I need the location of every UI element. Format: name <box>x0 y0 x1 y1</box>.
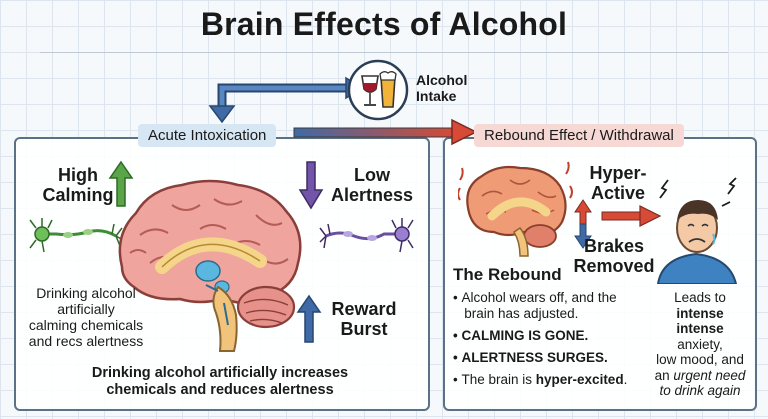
page-title: Brain Effects of Alcohol <box>200 6 568 42</box>
list-item: • ALERTNESS SURGES. <box>453 350 608 365</box>
acute-to-rebound-arrow <box>293 118 478 146</box>
rebound-heading: Rebound Effect / Withdrawal <box>474 124 684 147</box>
brain-illustration <box>118 179 302 352</box>
green-neuron-icon <box>29 218 124 253</box>
list-item: • Alcohol wears off, and the brain has a… <box>453 290 617 321</box>
left-note-line1: Drinking alcohol <box>36 285 136 301</box>
leads-to-l4: anxiety, <box>677 336 723 352</box>
hyper-active-line2: Active <box>590 183 646 203</box>
purple-down-arrow-icon <box>298 161 324 210</box>
leads-to-l6: an urgent need <box>654 367 746 383</box>
intake-to-acute-arrow <box>208 76 364 124</box>
leads-to-l2: intense <box>676 305 724 321</box>
reward-burst-line2: Burst <box>340 319 388 339</box>
rebound-bullet-list: • Alcohol wears off, and the brain has a… <box>453 290 653 394</box>
low-alertness-line1: Low <box>354 165 390 185</box>
anxious-person-icon <box>656 177 738 284</box>
acute-caption-line1: Drinking alcohol artificially increases <box>91 365 349 381</box>
rebound-subheading: The Rebound <box>453 265 562 284</box>
leads-to-l5: low mood, and <box>656 352 744 367</box>
green-up-arrow-icon <box>108 160 134 207</box>
wine-beer-icon <box>347 59 409 121</box>
leads-to-l1: Leads to <box>674 290 726 305</box>
rebound-brain-illustration <box>458 161 573 257</box>
title-divider <box>40 52 728 53</box>
low-alertness-line2: Alertness <box>330 185 414 205</box>
acute-caption-line2: chemicals and reduces alertness <box>106 382 334 398</box>
left-note-line2: artificially <box>57 301 115 317</box>
leads-to-l3: intense <box>676 321 724 336</box>
to-person-arrow <box>601 205 662 227</box>
acute-heading: Acute Intoxication <box>138 124 277 147</box>
reward-burst-line1: Reward <box>331 299 397 319</box>
high-calming-line1: High <box>58 165 98 185</box>
left-note-line4: and recs alertness <box>28 333 144 349</box>
up-down-arrow-icon <box>574 199 592 249</box>
left-note-line3: calming chemicals <box>28 317 144 333</box>
leads-to-l7: to drink again <box>659 383 741 398</box>
high-calming-line2: Calming <box>42 185 114 205</box>
intake-label-line1: Alcohol <box>416 72 468 88</box>
purple-neuron-icon <box>319 218 414 253</box>
hyper-active-line1: Hyper- <box>589 163 647 183</box>
brakes-removed-line2: Removed <box>573 256 655 276</box>
blue-up-arrow-icon <box>296 294 322 343</box>
brakes-removed-line1: Brakes <box>583 236 645 256</box>
list-item: • CALMING IS GONE. <box>453 328 589 343</box>
intake-label-line2: Intake <box>416 88 457 104</box>
list-item: • The brain is hyper-excited. <box>453 372 628 387</box>
